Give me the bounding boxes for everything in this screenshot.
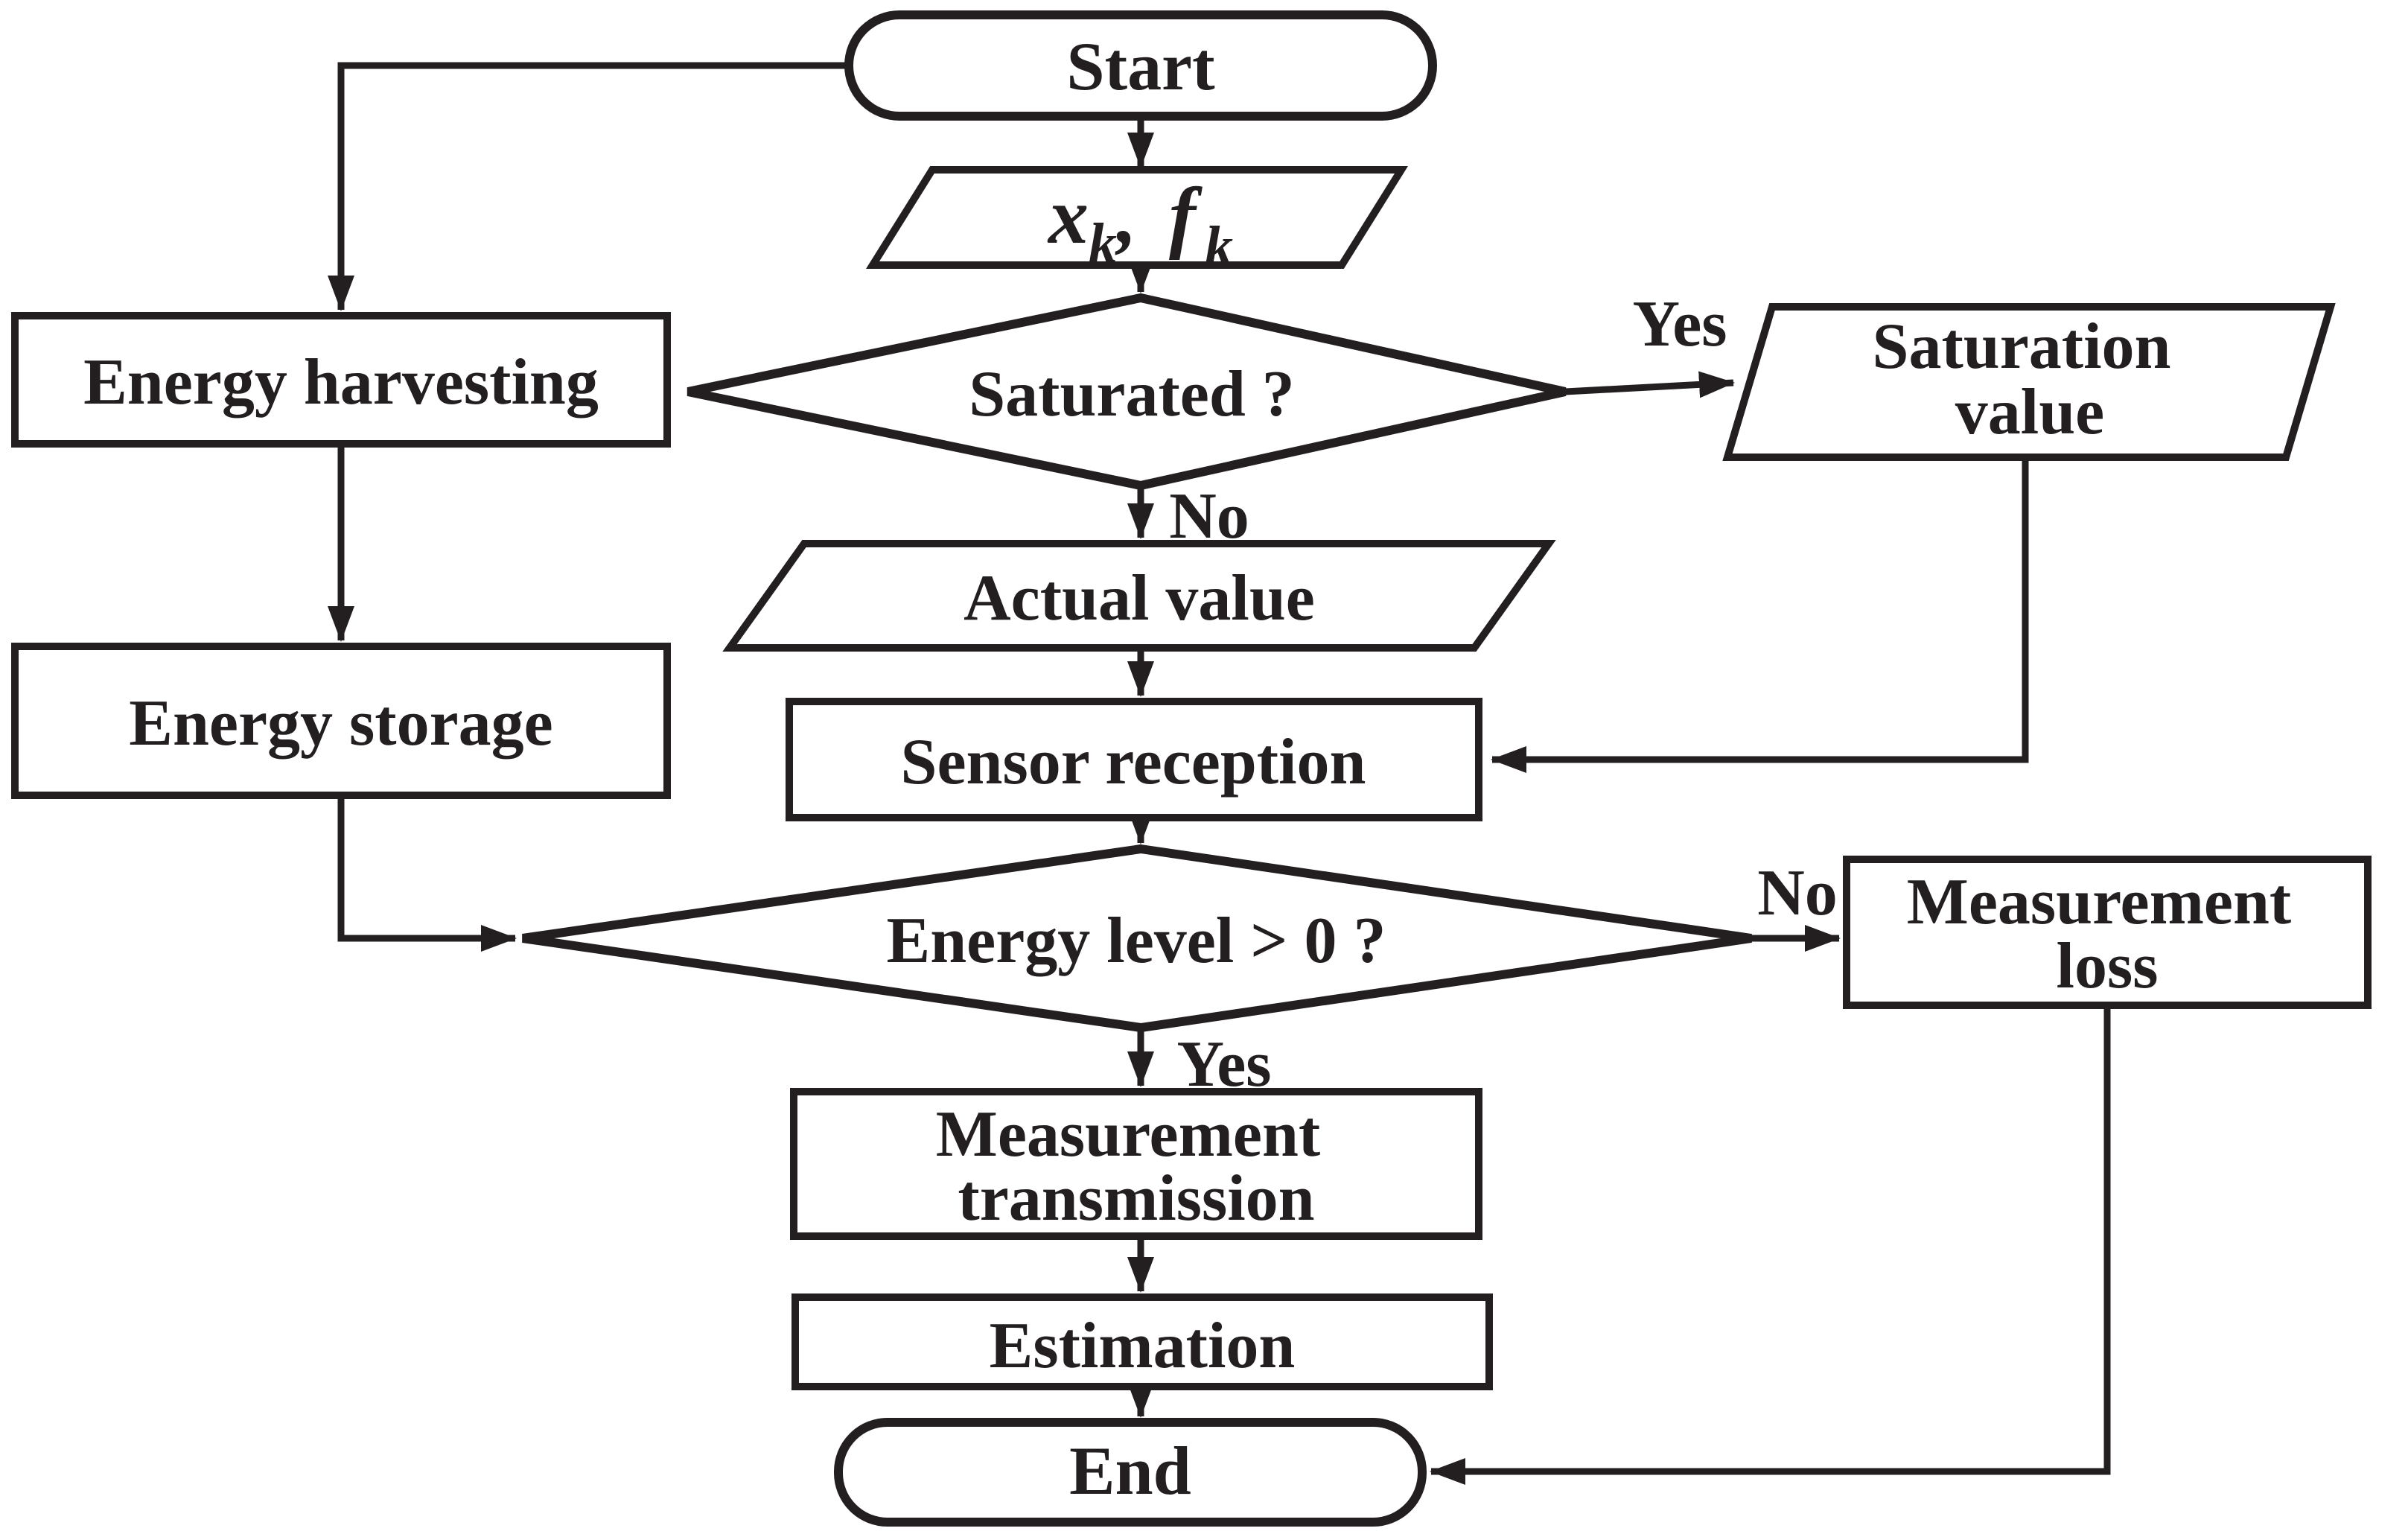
saturated-label: Saturated ? [969, 358, 1295, 430]
energy-harvesting-node [11, 312, 671, 448]
input-node [865, 166, 1409, 269]
edge-saturation-value-to-sensor-reception [1491, 457, 2029, 773]
measurement-loss-label: Measurement loss [1907, 866, 2307, 1002]
end-label: End [1069, 1433, 1191, 1509]
saturation-value-node [1722, 303, 2336, 461]
measurement-transmission-label: Measurement transmission [936, 1098, 1337, 1235]
actual-value-label: Actual value [963, 562, 1315, 634]
edge-measurement-loss-to-end [1430, 1005, 2111, 1485]
estimation-label: Estimation [990, 1310, 1296, 1382]
edge-labels: Yes No No Yes [1169, 288, 1838, 1101]
estimation-node [791, 1293, 1493, 1390]
edge-saturated-yes-to-saturation-value [1564, 371, 1735, 398]
nodes [11, 10, 2372, 1527]
energy-harvesting-label: Energy harvesting [83, 346, 599, 419]
energy-level-no-label: No [1757, 857, 1838, 929]
energy-level-label: Energy level > 0 ? [887, 905, 1386, 977]
saturation-value-label: Saturation value [1873, 311, 2188, 448]
saturated-decision-node [687, 293, 1567, 491]
start-label: Start [1066, 28, 1215, 104]
actual-value-node [722, 540, 1556, 652]
sensor-reception-label: Sensor reception [901, 726, 1366, 798]
edge-energy-storage-to-energy-level [337, 795, 517, 952]
edge-start-to-energy-harvesting [328, 62, 849, 311]
sensor-reception-node [786, 698, 1482, 821]
energy-storage-label: Energy storage [129, 687, 552, 760]
edges [328, 62, 2111, 1485]
saturated-no-label: No [1169, 480, 1249, 553]
energy-level-yes-label: Yes [1176, 1028, 1271, 1101]
end-node [834, 1418, 1427, 1527]
saturated-yes-label: Yes [1632, 288, 1727, 360]
measurement-transmission-node [790, 1088, 1482, 1240]
measurement-loss-node [1843, 856, 2372, 1009]
start-node [844, 10, 1437, 121]
energy-level-decision-node [522, 844, 1752, 1033]
energy-storage-node [11, 643, 671, 799]
